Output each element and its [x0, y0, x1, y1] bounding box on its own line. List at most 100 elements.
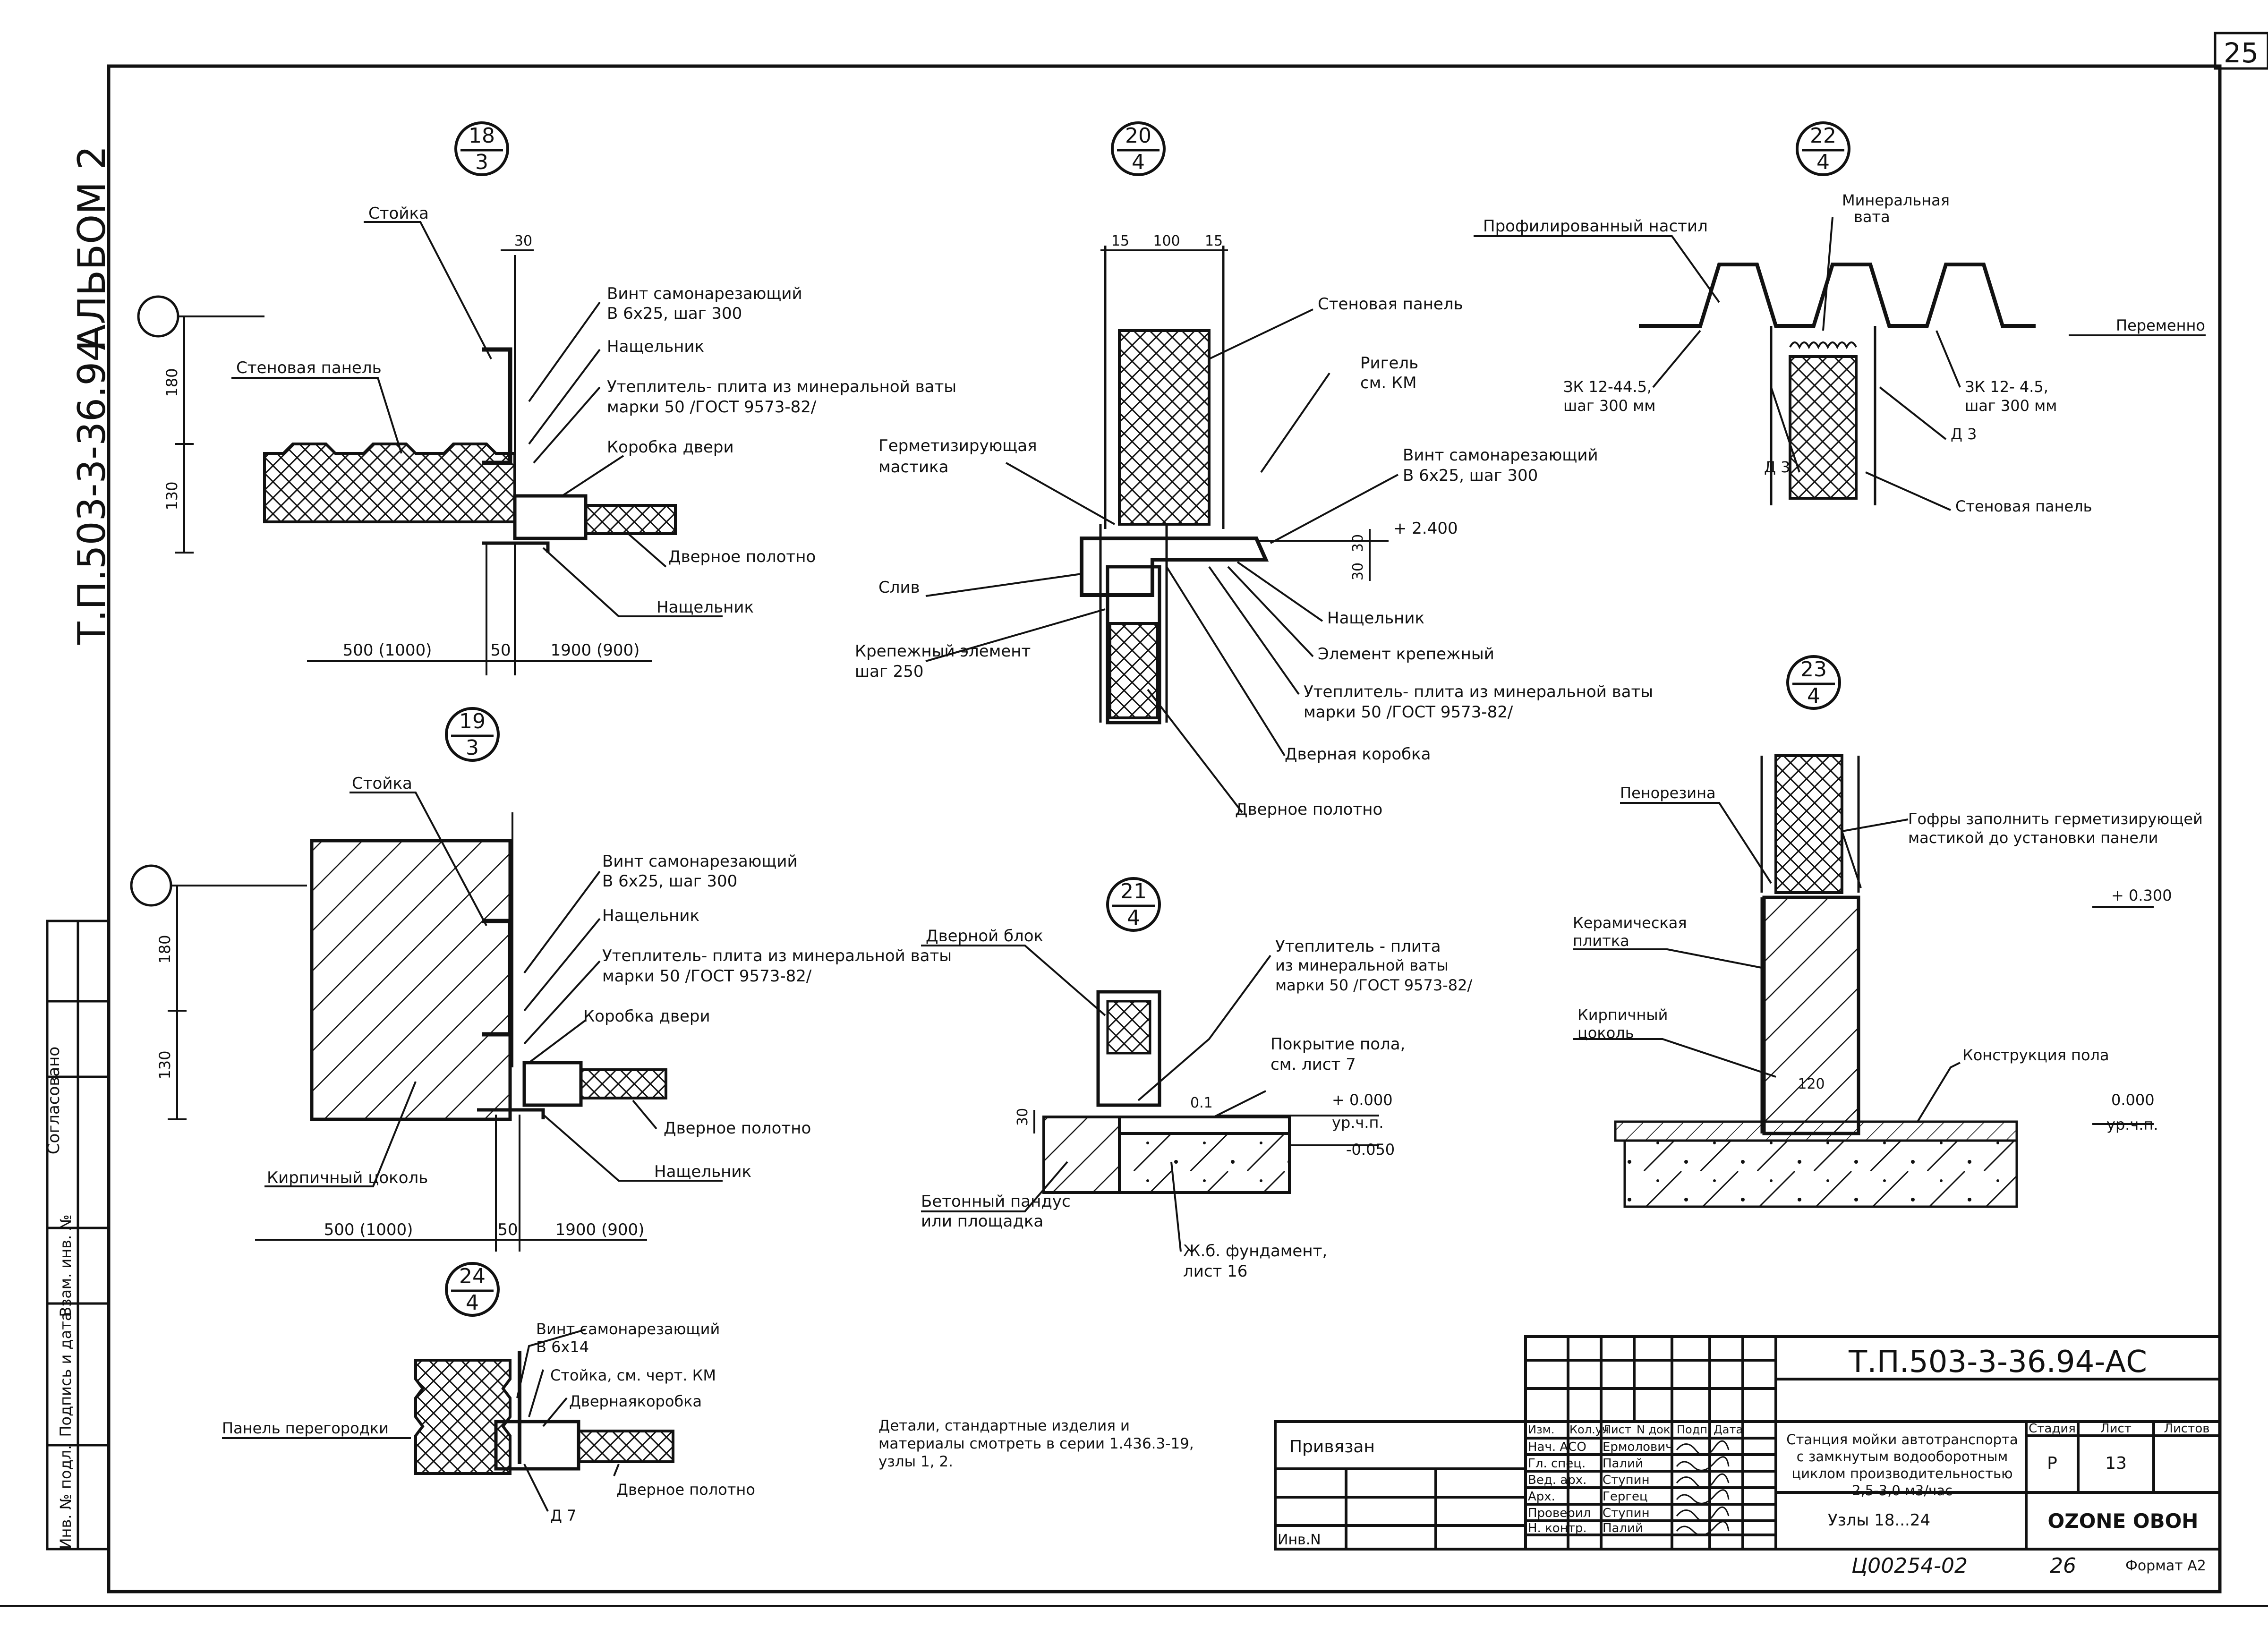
node-20-label-sealant: Герметизирующая [878, 436, 1037, 455]
node-18-door-leaf [584, 504, 677, 535]
node-20-label-ryegel: Ригель [1360, 354, 1418, 373]
node-19-label-screw-spec: В 6х25, шаг 300 [602, 872, 737, 891]
sheets-label: Листов [2164, 1422, 2209, 1436]
project-name-box: Станция мойки автотранспорта с замкнутым… [1786, 1432, 2018, 1499]
node-18-dim-w1: 500 (1000) [343, 641, 432, 660]
node-23-brick-plinth [1762, 895, 1860, 1135]
node-22-profiled-deck [1639, 263, 2036, 328]
node-20-label-sealant2: мастика [878, 458, 948, 477]
node-22-label-panel: Стеновая панель [1955, 497, 2092, 515]
side-stamp-sign-date: Подпись и дата [57, 1312, 75, 1437]
node-20-label-trim: Нащельник [1327, 609, 1424, 628]
node-22-label-wool2: вата [1854, 208, 1890, 226]
node-23-label-corr: Гофры заполнить герметизирующей [1908, 810, 2203, 828]
bottom-note-box: Детали, стандартные изделия и материалы … [878, 1417, 1194, 1470]
node-20-dim-30b: 30 [1350, 562, 1366, 580]
node-18-number: 18 [469, 124, 495, 148]
node-18-label-insul: Утеплитель- плита из минеральной ваты [607, 377, 956, 396]
node-23-label-foam: Пенорезина [1620, 784, 1716, 802]
node-18-dim-w3: 1900 (900) [551, 641, 640, 660]
hdr-date: Дата [1714, 1423, 1743, 1436]
node-22-label-d3-left: Д 3 [1764, 458, 1791, 476]
title-block-header: Изм. Кол.уч Лист N док. Подп Дата [1528, 1423, 1743, 1436]
node-19-label-plinth: Кирпичный цоколь [267, 1168, 428, 1187]
hdr-list: Лист [1603, 1423, 1631, 1436]
page-number: 25 [2224, 37, 2259, 69]
node-22-mineral-wool [1789, 341, 1857, 349]
node-23-label-brick: Кирпичный [1577, 1006, 1668, 1024]
node-20-door-leaf [1108, 622, 1159, 719]
node-19-dim-w2: 50 [497, 1220, 518, 1239]
node-23-mark2: 0.000 [2111, 1091, 2155, 1109]
name-4: Ступин [1603, 1506, 1650, 1520]
sheet-value: 13 [2105, 1454, 2127, 1473]
node-21-label-floor-ref: см. лист 7 [1270, 1055, 1356, 1074]
node-19-number: 19 [459, 709, 486, 733]
node-20: 20 4 15 100 15 30 30 + 2.400 [855, 121, 1653, 819]
title-block-roles: Нач. АСО Ермолович Гл. спец. Палий Вед. … [1528, 1440, 1673, 1535]
node-18-dim-30: 30 [514, 233, 532, 249]
hdr-izm: Изм. [1528, 1423, 1554, 1436]
node-18: 18 3 30 180 130 500 (1000) 50 1900 (900) [137, 121, 956, 675]
node-22-label-fastL2: шаг 300 мм [1563, 397, 1655, 415]
node-20-label-wallpanel: Стеновая панель [1318, 295, 1463, 314]
node-21-mark1: + 0.000 [1332, 1091, 1393, 1109]
bottom-note: Детали, стандартные изделия и материалы … [878, 1417, 1194, 1470]
side-stamp-inv-replace: Взам. инв. № [57, 1214, 75, 1317]
node-21-door-block [1096, 990, 1161, 1107]
node-20-label-ryegel-ref: см. КМ [1360, 374, 1416, 392]
node-18-dim-130: 130 [163, 481, 181, 510]
node-20-label-screw: Винт самонарезающий [1403, 446, 1598, 465]
node-19-dim-w1: 500 (1000) [324, 1220, 413, 1239]
node-23-label-corr2: мастикой до установки панели [1908, 829, 2158, 847]
sheet-label: Лист [2100, 1422, 2132, 1436]
node-20-label-fix-step: шаг 250 [855, 662, 924, 681]
node-24: 24 4 Винт самонарезающий В 6х14 Стойка, … [222, 1262, 755, 1525]
name-3: Гергец [1603, 1490, 1648, 1504]
node-24-label-screw-spec: В 6х14 [536, 1338, 589, 1356]
node-20-sheet: 4 [1132, 150, 1145, 174]
node-24-label-d7: Д 7 [550, 1507, 577, 1525]
role-0: Нач. АСО [1528, 1440, 1586, 1454]
node-22-label-var: Переменно [2116, 316, 2205, 334]
node-18-label-screw: Винт самонарезающий [607, 284, 802, 303]
node-22-marker: 22 4 [1796, 121, 1850, 176]
stage-label: Стадия [2029, 1422, 2076, 1436]
node-23-dim-120: 120 [1798, 1076, 1825, 1092]
side-stamp-agreed: Согласовано [44, 1047, 63, 1154]
node-24-partition-panel [414, 1359, 512, 1475]
format-label: Формат А2 [2125, 1558, 2206, 1574]
node-22-label-wool: Минеральная [1842, 191, 1950, 209]
node-20-label-leaf: Дверное полотно [1235, 800, 1382, 819]
node-23-mark1: + 0.300 [2111, 886, 2172, 904]
node-21-mark1b: ур.ч.п. [1332, 1114, 1384, 1132]
node-22-number: 22 [1810, 124, 1836, 148]
node-18-post [482, 347, 512, 465]
node-23-label-brick2: цоколь [1577, 1024, 1634, 1042]
node-19-sheet: 3 [466, 736, 479, 760]
node-18-label-frame: Коробка двери [607, 438, 734, 457]
stage-value: Р [2047, 1454, 2057, 1473]
node-23-label-tile: Керамическая [1573, 914, 1687, 932]
archive-number: Ц00254-02 [1851, 1554, 1968, 1578]
node-19: 19 3 180 130 500 (1000) 50 1900 (900) [130, 707, 952, 1252]
node-18-label-panel: Стеновая панель [236, 358, 382, 377]
node-21-label-insul2: из минеральной ваты [1275, 956, 1449, 974]
node-19-dim-w3: 1900 (900) [555, 1220, 645, 1239]
node-22-label-fastR2: шаг 300 мм [1965, 397, 2057, 415]
node-21-label-insul: Утеплитель - плита [1275, 937, 1441, 956]
node-19-dim-130: 130 [156, 1050, 174, 1079]
node-19-label-trim: Нащельник [602, 906, 699, 925]
sheet-frame [0, 32, 2268, 1607]
node-20-door-box [1106, 565, 1161, 724]
node-18-label-trim2: Нащельник [657, 598, 754, 617]
node-21-dim-30: 30 [1015, 1108, 1031, 1126]
node-19-label-post: Стойка [352, 774, 412, 793]
node-22-wall-panel [1789, 355, 1858, 500]
node-23-wall-panel [1774, 754, 1843, 894]
node-20-level-mark: + 2.400 [1393, 519, 1458, 538]
node-18-label-leaf: Дверное полотно [668, 547, 816, 566]
document-code: Т.П.503-3-36.94-АС [1848, 1345, 2147, 1380]
node-20-label-fix: Крепежный элемент [855, 642, 1031, 661]
